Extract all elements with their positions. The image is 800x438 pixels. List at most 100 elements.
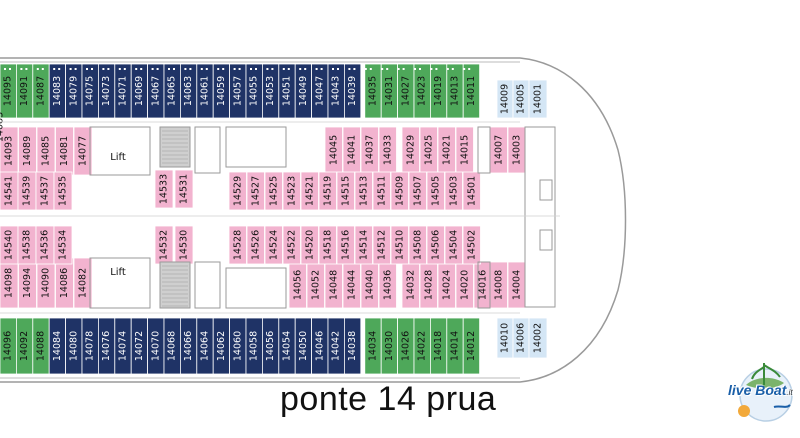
cabin-14016[interactable]: 14016 xyxy=(473,261,492,309)
cabin-14020[interactable]: 14020 xyxy=(455,261,474,309)
cabin-14072[interactable]: 14072 xyxy=(130,317,148,375)
cabin-14058[interactable]: 14058 xyxy=(245,317,263,375)
cabin-14067[interactable]: 14067 xyxy=(147,63,165,119)
cabin-14044[interactable]: 14044 xyxy=(342,261,361,309)
cabin-14012[interactable]: 14012 xyxy=(462,317,481,375)
cabin-14009[interactable]: 14009 xyxy=(496,79,514,119)
cabin-14080[interactable]: 14080 xyxy=(65,317,83,375)
cabin-14045[interactable]: 14045 xyxy=(324,126,343,174)
cabin-14004[interactable]: 14004 xyxy=(507,261,526,309)
cabin-14087[interactable]: 14087 xyxy=(32,63,50,119)
cabin-14027[interactable]: 14027 xyxy=(397,63,415,119)
cabin-14043[interactable]: 14043 xyxy=(327,63,345,119)
cabin-14042[interactable]: 14042 xyxy=(327,317,345,375)
cabin-14036[interactable]: 14036 xyxy=(378,261,397,309)
cabin-14540[interactable]: 14540 xyxy=(0,225,19,265)
cabin-14092[interactable]: 14092 xyxy=(15,317,34,375)
cabin-14071[interactable]: 14071 xyxy=(114,63,132,119)
cabin-14525[interactable]: 14525 xyxy=(264,171,283,211)
cabin-14078[interactable]: 14078 xyxy=(81,317,99,375)
cabin-14070[interactable]: 14070 xyxy=(147,317,165,375)
cabin-14054[interactable]: 14054 xyxy=(278,317,296,375)
cabin-14538[interactable]: 14538 xyxy=(17,225,37,265)
cabin-14051[interactable]: 14051 xyxy=(278,63,296,119)
cabin-14041[interactable]: 14041 xyxy=(342,126,361,174)
cabin-14033[interactable]: 14033 xyxy=(378,126,397,174)
cabin-14527[interactable]: 14527 xyxy=(246,171,265,211)
cabin-14064[interactable]: 14064 xyxy=(196,317,214,375)
cabin-14541[interactable]: 14541 xyxy=(0,171,19,211)
cabin-14520[interactable]: 14520 xyxy=(300,225,319,265)
cabin-14055[interactable]: 14055 xyxy=(245,63,263,119)
cabin-14032[interactable]: 14032 xyxy=(401,261,420,309)
cabin-14501[interactable]: 14501 xyxy=(462,171,481,211)
cabin-14065[interactable]: 14065 xyxy=(163,63,181,119)
cabin-14018[interactable]: 14018 xyxy=(429,317,448,375)
cabin-14061[interactable]: 14061 xyxy=(196,63,214,119)
cabin-14013[interactable]: 14013 xyxy=(446,63,464,119)
cabin-14057[interactable]: 14057 xyxy=(229,63,247,119)
cabin-14039[interactable]: 14039 xyxy=(343,63,362,119)
cabin-14518[interactable]: 14518 xyxy=(318,225,337,265)
cabin-14536[interactable]: 14536 xyxy=(35,225,55,265)
cabin-14053[interactable]: 14053 xyxy=(261,63,280,119)
cabin-14515[interactable]: 14515 xyxy=(336,171,355,211)
cabin-14075[interactable]: 14075 xyxy=(81,63,99,119)
cabin-14006[interactable]: 14006 xyxy=(512,317,530,359)
cabin-14512[interactable]: 14512 xyxy=(372,225,391,265)
cabin-14025[interactable]: 14025 xyxy=(419,126,438,174)
cabin-14069[interactable]: 14069 xyxy=(130,63,148,119)
cabin-14079[interactable]: 14079 xyxy=(65,63,83,119)
cabin-14503[interactable]: 14503 xyxy=(444,171,463,211)
cabin-14011[interactable]: 14011 xyxy=(462,63,481,119)
cabin-14019[interactable]: 14019 xyxy=(429,63,448,119)
cabin-14537[interactable]: 14537 xyxy=(35,171,55,211)
cabin-14504[interactable]: 14504 xyxy=(444,225,463,265)
cabin-14056[interactable]: 14056 xyxy=(288,261,307,309)
cabin-14532[interactable]: 14532 xyxy=(154,225,174,265)
cabin-14035[interactable]: 14035 xyxy=(364,63,382,119)
cabin-14081[interactable]: 14081 xyxy=(55,126,74,176)
cabin-14510[interactable]: 14510 xyxy=(390,225,409,265)
cabin-14062[interactable]: 14062 xyxy=(212,317,230,375)
cabin-14010[interactable]: 14010 xyxy=(496,317,514,359)
cabin-14529[interactable]: 14529 xyxy=(228,171,247,211)
cabin-14037[interactable]: 14037 xyxy=(360,126,379,174)
cabin-14022[interactable]: 14022 xyxy=(413,317,431,375)
cabin-14531[interactable]: 14531 xyxy=(174,169,194,209)
cabin-14524[interactable]: 14524 xyxy=(264,225,283,265)
cabin-14029[interactable]: 14029 xyxy=(401,126,420,174)
cabin-14094[interactable]: 14094 xyxy=(18,257,37,309)
cabin-14015[interactable]: 14015 xyxy=(455,126,474,174)
cabin-14506[interactable]: 14506 xyxy=(426,225,445,265)
cabin-14528[interactable]: 14528 xyxy=(228,225,247,265)
cabin-14047[interactable]: 14047 xyxy=(311,63,329,119)
cabin-14507[interactable]: 14507 xyxy=(408,171,427,211)
cabin-14096[interactable]: 14096 xyxy=(0,317,17,375)
cabin-14090[interactable]: 14090 xyxy=(36,257,56,309)
cabin-14068[interactable]: 14068 xyxy=(163,317,181,375)
cabin-14066[interactable]: 14066 xyxy=(179,317,198,375)
cabin-14508[interactable]: 14508 xyxy=(408,225,427,265)
cabin-14519[interactable]: 14519 xyxy=(318,171,337,211)
cabin-14052[interactable]: 14052 xyxy=(306,261,325,309)
cabin-14008[interactable]: 14008 xyxy=(489,261,508,309)
cabin-14074[interactable]: 14074 xyxy=(114,317,132,375)
cabin-14038[interactable]: 14038 xyxy=(343,317,362,375)
cabin-14534[interactable]: 14534 xyxy=(53,225,73,265)
cabin-14001[interactable]: 14001 xyxy=(528,79,548,119)
cabin-14014[interactable]: 14014 xyxy=(446,317,464,375)
cabin-14088[interactable]: 14088 xyxy=(32,317,50,375)
cabin-14048[interactable]: 14048 xyxy=(324,261,343,309)
cabin-14530[interactable]: 14530 xyxy=(174,225,194,265)
cabin-14522[interactable]: 14522 xyxy=(282,225,301,265)
cabin-14526[interactable]: 14526 xyxy=(246,225,265,265)
cabin-14063[interactable]: 14063 xyxy=(179,63,198,119)
cabin-14031[interactable]: 14031 xyxy=(380,63,399,119)
cabin-14523[interactable]: 14523 xyxy=(282,171,301,211)
cabin-14098[interactable]: 14098 xyxy=(0,257,19,309)
cabin-14026[interactable]: 14026 xyxy=(397,317,415,375)
cabin-14514[interactable]: 14514 xyxy=(354,225,373,265)
cabin-14030[interactable]: 14030 xyxy=(380,317,399,375)
cabin-14516[interactable]: 14516 xyxy=(336,225,355,265)
